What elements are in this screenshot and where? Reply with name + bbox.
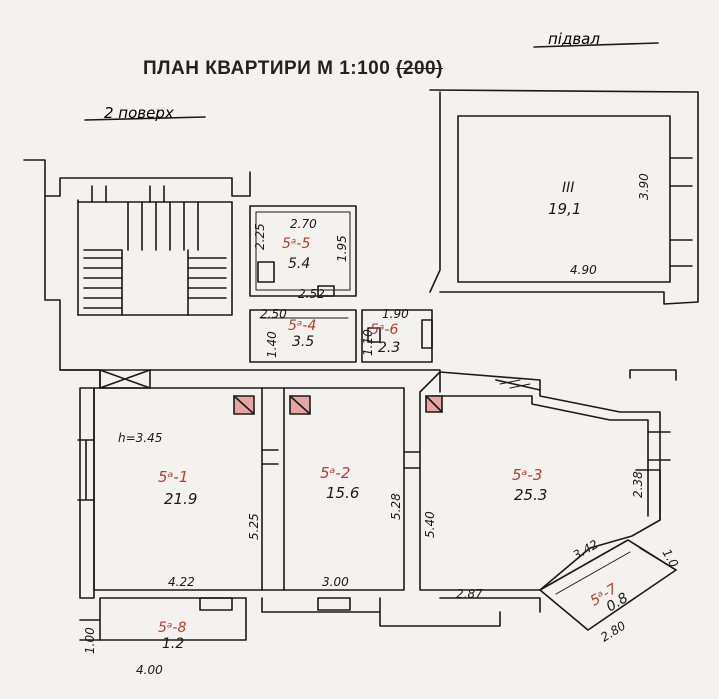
basement-label: підвал <box>548 30 600 48</box>
room-2-id: 5ᵃ-2 <box>320 464 350 482</box>
room-6-area: 2.3 <box>378 340 400 356</box>
plan-linework <box>23 42 699 641</box>
room-4-id: 5ᵃ-4 <box>288 318 316 334</box>
plan-title-struck-scale: (200) <box>396 58 443 79</box>
dim-r2-width: 3.00 <box>322 575 349 589</box>
dim-base-width: 4.90 <box>570 263 597 277</box>
room-3-id: 5ᵃ-3 <box>512 466 542 484</box>
dim-r5-bottom: 2.52 <box>298 287 325 301</box>
ceiling-height-label: h=3.45 <box>118 431 162 445</box>
dim-r7-depth: 1.0 <box>659 547 681 571</box>
room-III-id: III <box>562 180 574 196</box>
dim-r7-width: 2.80 <box>598 618 628 644</box>
room-8-id: 5ᵃ-8 <box>158 620 186 636</box>
dim-r1-width: 4.22 <box>168 575 195 589</box>
room-1-id: 5ᵃ-1 <box>158 468 188 486</box>
dim-r1-depth: 5.25 <box>247 513 261 540</box>
room-III-area: 19,1 <box>548 200 581 218</box>
dim-base-depth: 3.90 <box>637 173 651 200</box>
room-5-id: 5ᵃ-5 <box>282 236 310 252</box>
dim-r3-right: 2.38 <box>631 471 645 498</box>
room-3-area: 25.3 <box>514 486 547 504</box>
dim-r5-top: 2.70 <box>290 217 317 231</box>
dim-r6-depth: 1.10 <box>361 329 375 356</box>
dim-r6-width: 1.90 <box>382 307 409 321</box>
dim-r2-depth: 5.28 <box>389 493 403 520</box>
plan-title: ПЛАН КВАРТИРИ М 1:100 (200) <box>143 58 443 80</box>
room-1-area: 21.9 <box>164 490 197 508</box>
room-5-area: 5.4 <box>288 256 310 272</box>
dim-r3-bottom: 2.87 <box>456 587 483 601</box>
room-6-id: 5ᵃ-6 <box>370 322 398 338</box>
dim-r5-right: 1.95 <box>335 235 349 262</box>
floor-label: 2 поверх <box>104 104 174 122</box>
room-8-area: 1.2 <box>162 636 184 652</box>
dim-r4-depth: 1.40 <box>265 331 279 358</box>
dim-r4-width: 2.50 <box>260 307 287 321</box>
room-2-area: 15.6 <box>326 484 359 502</box>
dim-r8-depth: 1.00 <box>83 627 97 654</box>
dim-r5-left: 2.25 <box>253 223 267 250</box>
room-4-area: 3.5 <box>292 334 314 350</box>
dim-r8-width: 4.00 <box>136 663 163 677</box>
dim-r3-left: 5.40 <box>423 511 437 538</box>
plan-title-main: ПЛАН КВАРТИРИ М 1:100 <box>143 58 391 79</box>
